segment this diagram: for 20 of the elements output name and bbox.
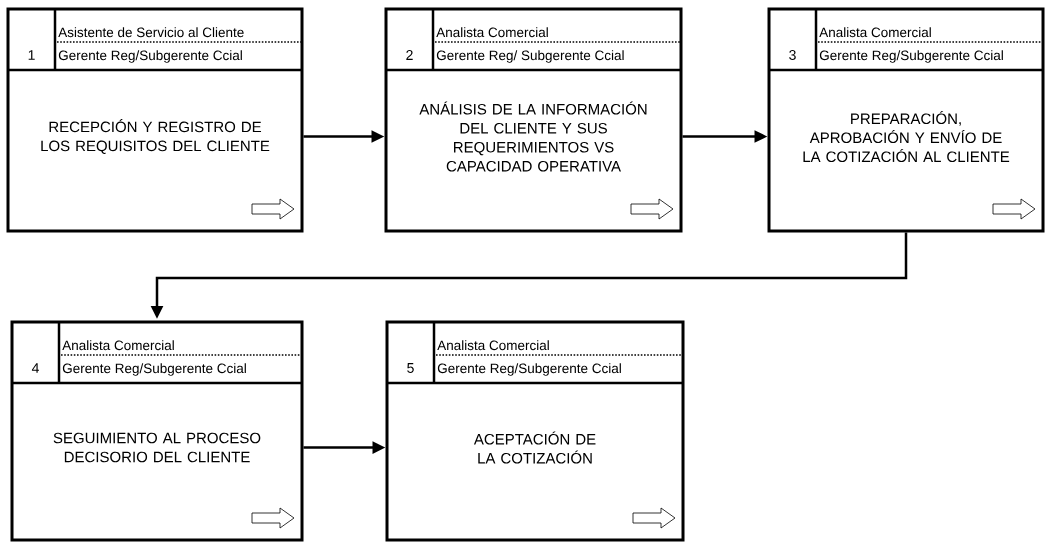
role-label: Analista Comercial	[62, 340, 174, 351]
role-label: Gerente Reg/Subgerente Ccial	[58, 50, 242, 63]
step-number: 4	[31, 363, 39, 373]
process-text: ACEPTACIÓN DE LA COTIZACIÓN	[473, 431, 596, 464]
role-label: Gerente Reg/ Subgerente Ccial	[436, 50, 624, 63]
process-text: ANÁLISIS DE LA INFORMACIÓN DEL CLIENTE Y SUS REQUERIMIENTOS VS CAPACIDAD OPERATIVA	[419, 101, 647, 172]
role-label: Gerente Reg/Subgerente Ccial	[62, 363, 246, 376]
role-label: Analista Comercial	[436, 27, 548, 38]
role-label: Gerente Reg/Subgerente Ccial	[819, 50, 1003, 63]
step-number: 1	[28, 50, 35, 60]
role-label: Analista Comercial	[819, 27, 931, 38]
role-label: Analista Comercial	[437, 340, 549, 351]
role-label: Gerente Reg/Subgerente Ccial	[437, 363, 621, 376]
process-text: PREPARACIÓN, APROBACIÓN Y ENVÍO DE LA COTIZACIÓN AL CLIENTE	[803, 110, 1010, 163]
step-number: 5	[407, 363, 414, 373]
step-number: 2	[406, 50, 413, 60]
step-number: 3	[789, 50, 796, 60]
process-text: RECEPCIÓN Y REGISTRO DE LOS REQUISITOS DEL CLIENTE	[41, 119, 270, 154]
role-label: Asistente de Servicio al Cliente	[58, 27, 244, 38]
process-text: SEGUIMIENTO AL PROCESO DECISORIO DEL CLIENTE	[53, 432, 261, 463]
